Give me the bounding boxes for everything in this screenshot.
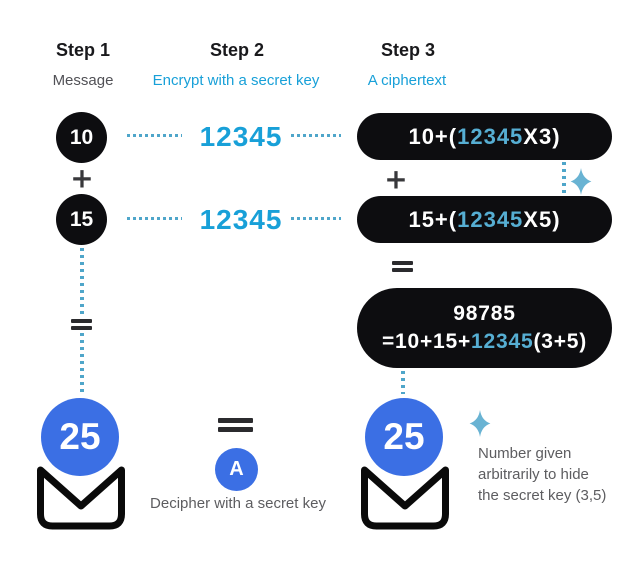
envelope-icon (37, 466, 125, 530)
dotted-connector-vertical (80, 248, 84, 316)
note-line-3: the secret key (3,5) (478, 487, 607, 504)
equals-icon (392, 261, 413, 265)
dotted-connector-vertical (562, 162, 566, 197)
equals-icon (71, 319, 92, 323)
step3-subtitle: A ciphertext (367, 72, 447, 89)
decipher-caption: Decipher with a secret key (150, 495, 326, 512)
dotted-connector-vertical (80, 333, 84, 395)
sparkle-icon (469, 410, 491, 437)
equals-icon (218, 427, 253, 432)
message-circle-10: 10 (56, 112, 107, 163)
step1-title: Step 1 (55, 40, 111, 60)
cipher1-key: 12345 (457, 123, 524, 149)
sparkle-icon (570, 168, 592, 195)
dotted-connector (291, 217, 341, 220)
total-prefix: =10+15+ (381, 330, 472, 353)
message-circle-15: 15 (56, 194, 107, 245)
dotted-connector-vertical (401, 371, 405, 394)
equals-icon (392, 268, 413, 272)
result-circle-right: 25 (365, 398, 443, 476)
equals-icon (218, 418, 253, 423)
envelope-icon (361, 466, 449, 530)
note-line-2: arbitrarily to hide (478, 466, 589, 483)
decipher-key-badge: A (215, 448, 258, 491)
note-line-1: Number given (478, 445, 572, 462)
step2-subtitle: Encrypt with a secret key (152, 72, 320, 89)
cipher-total-value: 98785 (453, 302, 516, 325)
ciphertext-sum-pill: 98785 =10+15+12345(3+5) (357, 288, 612, 368)
step1-subtitle: Message (52, 72, 114, 89)
cipher1-suffix: X3) (523, 123, 561, 149)
equals-icon (71, 326, 92, 330)
dotted-connector (127, 217, 182, 220)
secret-key-value: 12345 (199, 121, 283, 152)
step2-title: Step 2 (209, 40, 265, 60)
secret-key-value-2: 12345 (199, 204, 283, 235)
step3-title: Step 3 (380, 40, 436, 60)
cipher2-suffix: X5) (523, 206, 561, 232)
plus-left: + (70, 161, 94, 195)
plus-right: + (384, 162, 408, 196)
total-suffix: (3+5) (533, 330, 588, 353)
dotted-connector (127, 134, 182, 137)
cipher-total-expansion: =10+15+12345(3+5) (382, 328, 587, 356)
cipher1-prefix: 10+( (408, 123, 458, 149)
cipher2-key: 12345 (457, 206, 524, 232)
total-key: 12345 (471, 330, 534, 353)
cipher2-prefix: 15+( (408, 206, 458, 232)
secret-key-note: Number given arbitrarily to hide the sec… (478, 443, 606, 506)
dotted-connector (291, 134, 341, 137)
result-circle-left: 25 (41, 398, 119, 476)
